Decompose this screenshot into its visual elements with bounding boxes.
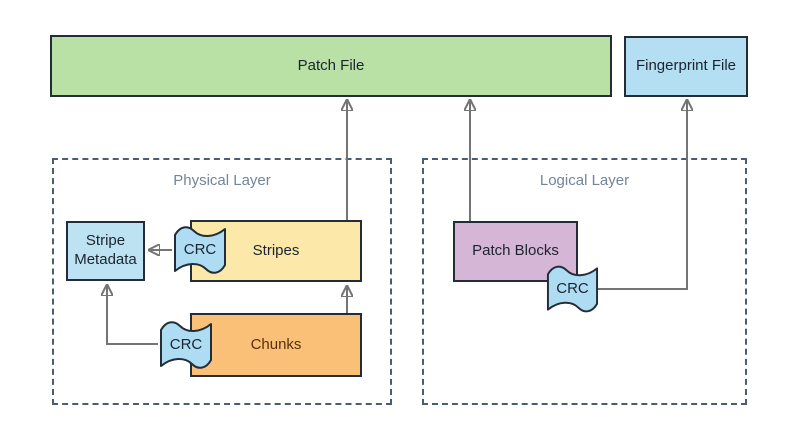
- node-stripe-metadata: Stripe Metadata: [66, 221, 145, 281]
- crc-flag-chunks: CRC: [158, 320, 214, 370]
- node-chunks-label: Chunks: [250, 335, 302, 353]
- node-patch-file-label: Patch File: [297, 56, 365, 74]
- tape-shape-icon: [174, 226, 226, 274]
- crc-flag-stripes: CRC: [172, 225, 228, 275]
- node-stripes-label: Stripes: [252, 241, 300, 259]
- crc-flag-patch-blocks: CRC: [545, 264, 600, 314]
- crc-flag-chunks-label: CRC: [169, 336, 203, 354]
- node-stripe-metadata-label: Stripe Metadata: [74, 232, 137, 268]
- tape-shape-icon: [546, 265, 599, 313]
- physical-layer-label: Physical Layer: [173, 172, 271, 189]
- physical-layer-container: Physical Layer: [52, 158, 392, 405]
- node-chunks: Chunks: [190, 313, 362, 377]
- node-patch-blocks-label: Patch Blocks: [472, 242, 559, 260]
- tape-shape-icon: [160, 321, 212, 369]
- logical-layer-label: Logical Layer: [539, 172, 630, 189]
- node-fingerprint-file-label: Fingerprint File: [635, 57, 737, 75]
- crc-flag-patch-blocks-label: CRC: [556, 280, 589, 298]
- node-fingerprint-file: Fingerprint File: [624, 36, 748, 97]
- crc-flag-stripes-label: CRC: [183, 241, 217, 259]
- node-patch-file: Patch File: [50, 35, 612, 97]
